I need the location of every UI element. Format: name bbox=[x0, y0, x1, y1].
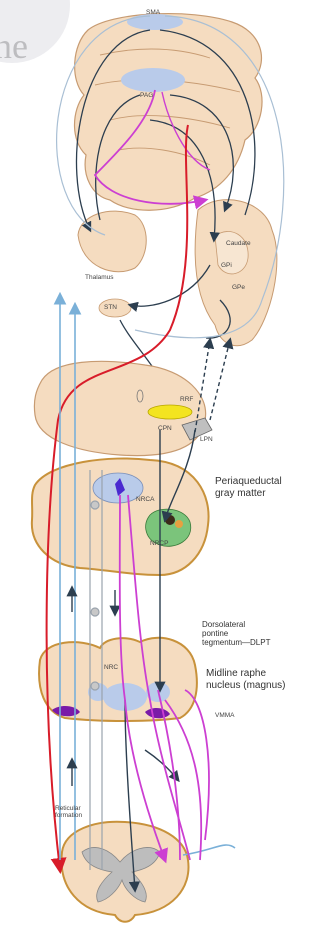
label-reticular: Reticular formation bbox=[55, 805, 95, 820]
label-stn: STN bbox=[104, 304, 117, 311]
label-periaqueductal: Periaqueductal gray matter bbox=[215, 476, 282, 499]
brain-section bbox=[75, 14, 277, 346]
label-dorsolateral: Dorsolateral pontine tegmentum—DLPT bbox=[202, 620, 270, 648]
spinal-cord-section bbox=[62, 822, 189, 922]
label-rrf: RRF bbox=[180, 396, 193, 403]
label-sma: SMA bbox=[146, 9, 160, 16]
label-nrca: NRCA bbox=[136, 496, 154, 503]
label-vmma: VMMA bbox=[215, 712, 235, 719]
label-thalamus: Thalamus bbox=[85, 274, 114, 281]
label-nrcp: NRCP bbox=[150, 540, 168, 547]
label-caudate: Caudate bbox=[226, 240, 251, 247]
watermark-circle bbox=[0, 0, 70, 63]
label-gpi: GPi bbox=[221, 262, 232, 269]
label-cpn: CPN bbox=[158, 425, 172, 432]
label-lpn: LPN bbox=[200, 436, 213, 443]
label-gpe: GPe bbox=[232, 284, 245, 291]
label-midline-raphe: Midline raphe nucleus (magnus) bbox=[206, 668, 285, 691]
label-nrc-lower: NRC bbox=[104, 664, 118, 671]
pons-level bbox=[39, 638, 197, 721]
label-pag-top: PAG bbox=[140, 92, 153, 99]
